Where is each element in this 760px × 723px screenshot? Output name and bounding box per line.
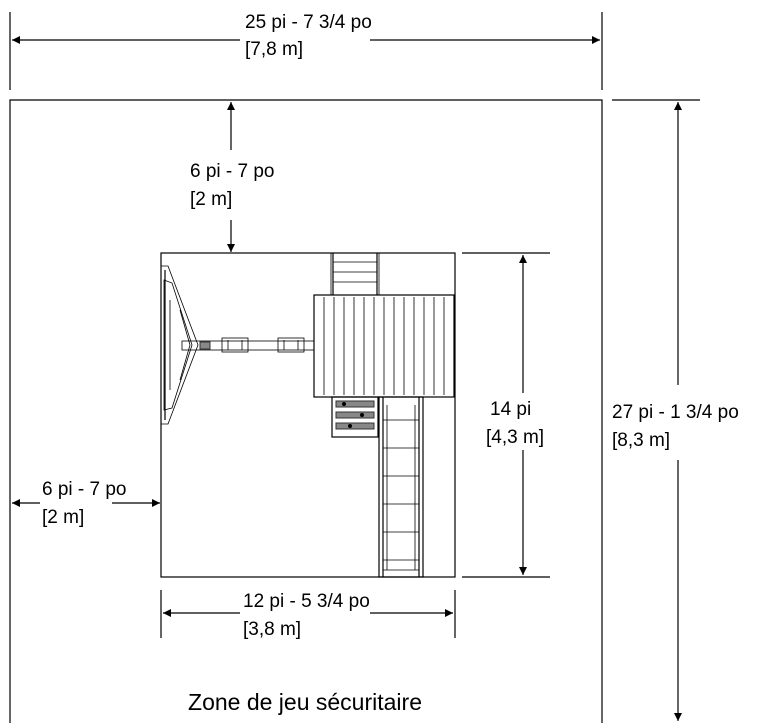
- safety-zone-label: Zone de jeu sécuritaire: [188, 689, 422, 715]
- deck: [313, 294, 455, 398]
- total-width-dimension: 25 pi - 7 3/4 po [7,8 m]: [9, 12, 603, 90]
- top-clearance-metric: [2 m]: [190, 189, 232, 210]
- total-depth-metric: [8,3 m]: [612, 430, 670, 451]
- top-ladder: [330, 252, 380, 296]
- structure-depth-metric: [4,3 m]: [486, 427, 544, 448]
- left-clearance-imperial: 6 pi - 7 po: [42, 479, 127, 500]
- structure-width-metric: [3,8 m]: [243, 619, 301, 640]
- left-clearance-metric: [2 m]: [42, 507, 84, 528]
- swing-a-frame: [160, 265, 199, 425]
- top-clearance-imperial: 6 pi - 7 po: [190, 161, 275, 182]
- slide: [378, 396, 424, 578]
- structure-width-imperial: 12 pi - 5 3/4 po: [243, 591, 370, 612]
- structure-depth-imperial: 14 pi: [490, 399, 531, 420]
- structure-depth-dimension: 14 pi [4,3 m]: [462, 252, 550, 578]
- climbing-wall: [331, 396, 379, 438]
- total-depth-dimension: 27 pi - 1 3/4 po [8,3 m]: [612, 99, 739, 721]
- play-structure-top-view: [160, 252, 456, 578]
- top-clearance-dimension: 6 pi - 7 po [2 m]: [190, 102, 275, 252]
- structure-width-dimension: 12 pi - 5 3/4 po [3,8 m]: [160, 590, 456, 640]
- swing-beam: [181, 337, 315, 353]
- total-width-metric: [7,8 m]: [245, 39, 303, 60]
- structure-footprint: [160, 252, 456, 578]
- safety-zone-boundary: [9, 99, 603, 723]
- total-width-imperial: 25 pi - 7 3/4 po: [245, 12, 372, 33]
- left-clearance-dimension: 6 pi - 7 po [2 m]: [12, 479, 160, 528]
- total-depth-imperial: 27 pi - 1 3/4 po: [612, 402, 739, 423]
